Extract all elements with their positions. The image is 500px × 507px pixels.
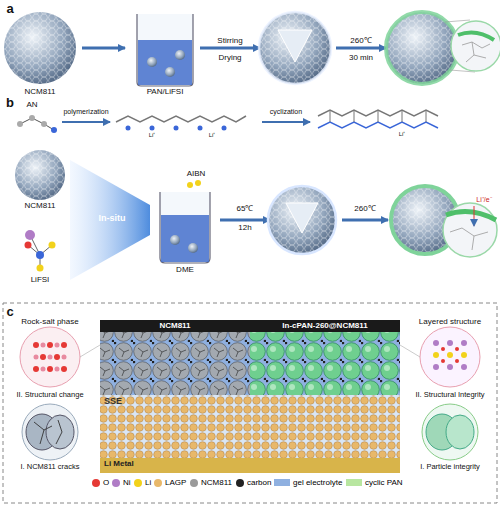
legend-item: Ni: [112, 477, 131, 488]
annotation-label: 260℃: [354, 205, 375, 214]
annotation-label: NCM811: [25, 88, 56, 97]
annotation-label: Li⁺: [149, 132, 156, 139]
annotation-label: AN: [26, 101, 37, 110]
annotation-label: Stirring: [217, 37, 242, 46]
annotation-label: PAN/LiFSI: [147, 88, 184, 97]
legend-swatch: [134, 479, 142, 487]
panel-letter: a: [6, 2, 13, 16]
annotation-label: Layered structure: [419, 318, 481, 327]
node-label: In-cPAN-260@NCM811: [250, 321, 400, 330]
annotation-label: polymerization: [63, 108, 108, 116]
legend-item: gel electrolyte: [274, 477, 342, 488]
annotation-label: Li⁺: [399, 131, 406, 138]
annotation-label: cyclization: [270, 108, 302, 116]
header-bar: In-cPAN-260@NCM811: [250, 320, 400, 332]
annotation-label: II. Structural change: [16, 391, 83, 399]
annotation-label: I. NCM811 cracks: [20, 463, 79, 471]
legend-label: carbon: [247, 478, 271, 487]
node-label: SSE: [104, 396, 396, 406]
legend-item: LAGP: [154, 477, 186, 488]
legend-label: cyclic PAN: [365, 478, 403, 487]
annotation-label: In-situ: [99, 214, 126, 224]
annotation-label: Drying: [218, 54, 241, 63]
node-label: Li Metal: [104, 459, 396, 468]
annotation-label: Rock-salt phase: [21, 318, 78, 327]
node-label: NCM811: [100, 321, 250, 330]
legend-item: NCM811: [190, 477, 232, 488]
annotation-label: Li⁺: [209, 132, 216, 139]
legend-swatch: [346, 479, 362, 486]
legend-label: Ni: [123, 478, 131, 487]
annotation-label: DME: [176, 266, 194, 275]
lithium-layer: Li Metal: [100, 458, 400, 473]
annotation-label: NCM811: [25, 202, 56, 211]
electrolyte-layer: SSE: [100, 395, 400, 458]
annotation-label: 65℃: [237, 205, 254, 214]
legend-swatch: [190, 479, 198, 487]
legend-label: gel electrolyte: [293, 478, 342, 487]
legend-swatch: [154, 479, 162, 487]
legend-item: O: [92, 477, 109, 488]
legend-swatch: [236, 479, 244, 487]
panel-letter: c: [6, 305, 13, 319]
annotation-label: I. Particle integrity: [420, 463, 480, 471]
header-bar: NCM811: [100, 320, 250, 332]
legend-swatch: [92, 479, 100, 487]
legend-label: NCM811: [201, 478, 232, 487]
legend-label: Li: [145, 478, 151, 487]
annotation-label: II. Structural Integrity: [415, 391, 484, 399]
annotation-label: Li⁺/e⁻: [476, 196, 491, 204]
legend-item: cyclic PAN: [346, 477, 403, 488]
legend-label: LAGP: [165, 478, 186, 487]
annotation-label: 12h: [238, 224, 251, 233]
legend-item: Li: [134, 477, 151, 488]
panel-letter: b: [6, 96, 14, 110]
legend-label: O: [103, 478, 109, 487]
annotation-label: 260℃: [350, 37, 371, 46]
legend-swatch: [274, 479, 290, 486]
legend-item: carbon: [236, 477, 271, 488]
annotation-label: AIBN: [187, 170, 206, 179]
legend-swatch: [112, 479, 120, 487]
annotation-label: 30 min: [349, 54, 373, 63]
annotation-label: LiFSI: [31, 276, 50, 285]
